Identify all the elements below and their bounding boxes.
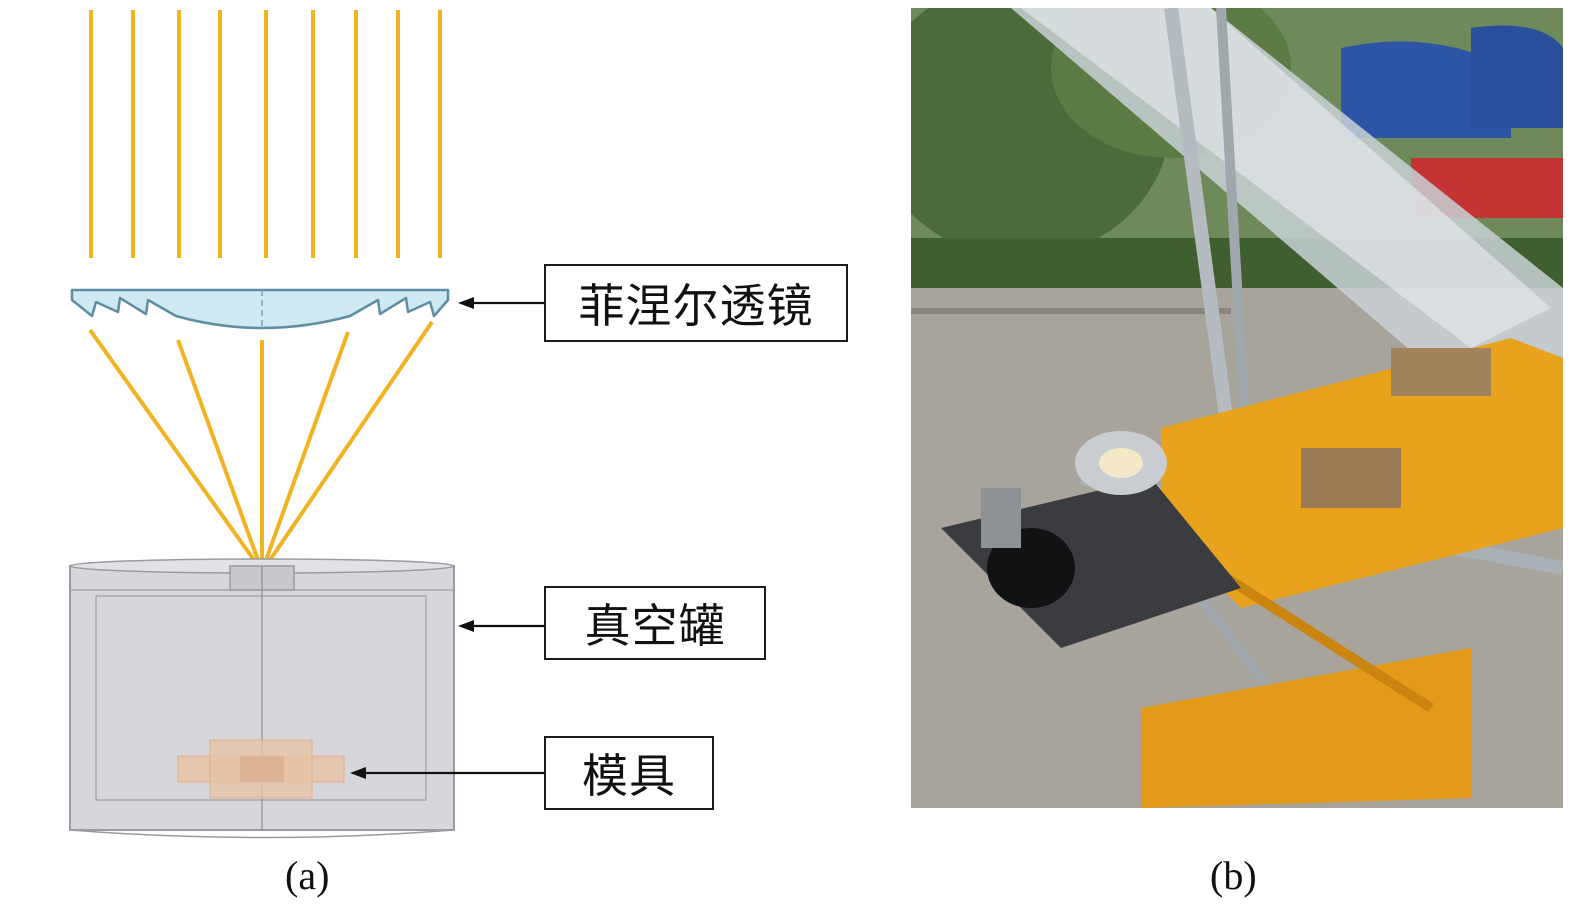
fresnel-lens-shape	[70, 288, 450, 330]
caption-b: (b)	[1210, 853, 1257, 898]
mold-shape	[177, 739, 345, 799]
focused-ray	[88, 328, 256, 562]
caption-a: (a)	[285, 853, 330, 898]
mold-label: 模具	[544, 736, 714, 810]
focused-ray	[268, 320, 434, 562]
leader-arrows	[350, 297, 544, 779]
focused-light-rays	[88, 320, 434, 562]
vacuum-tank-shape	[69, 558, 455, 839]
fresnel-lens-label: 菲涅尔透镜	[544, 264, 848, 342]
experiment-photo	[911, 8, 1563, 808]
focused-ray	[264, 331, 350, 561]
focused-ray	[176, 339, 260, 561]
vacuum-tank-label: 真空罐	[544, 586, 766, 660]
incident-light-rays	[89, 10, 442, 258]
